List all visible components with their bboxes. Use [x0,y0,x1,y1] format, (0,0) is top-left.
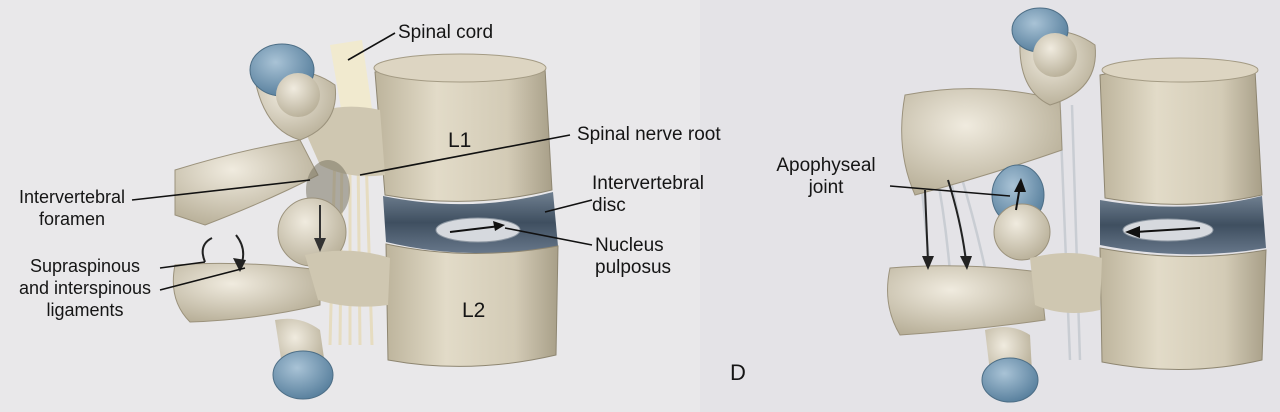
right-lower-vertebral-body [1099,247,1267,371]
label-spinal-nerve-root: Spinal nerve root [577,124,721,145]
right-nucleus-arrowhead [1125,226,1140,238]
right-spine-view [887,7,1267,403]
nucleus-arrowhead [493,221,505,231]
label-l1: L1 [448,129,472,152]
label-l2: L2 [462,299,486,322]
nucleus-pulposus-shape [435,217,521,243]
apophyseal-leader-line [889,185,1011,197]
right-lower-pedicle [1030,253,1102,314]
label-intervertebral-disc: Intervertebral disc [592,173,704,217]
label-apophyseal-joint-line-1: Apophyseal [776,155,876,176]
label-ligaments-line-2: and interspinous [18,278,152,298]
right-upper-endplate [1101,57,1259,83]
label-apophyseal-joint-line-2: joint [808,177,844,198]
l1-facet-knob [276,73,320,117]
label-apophyseal-joint: Apophyseal joint [766,155,886,199]
l2-vertebral-body [385,243,559,367]
label-nucleus-pulposus-line-1: Nucleus [595,235,664,256]
right-ligament-arrow-2 [947,179,967,263]
right-upper-knob [1033,33,1077,77]
label-intervertebral-foramen-line-1: Intervertebral [18,187,126,207]
label-intervertebral-disc-line-1: Intervertebral [592,173,704,194]
left-spine-view [131,32,593,400]
right-inferior-articular-process [993,203,1051,261]
right-ligament-arrowhead-1 [922,256,934,270]
label-ligaments-line-1: Supraspinous [29,256,141,276]
motion-arrowhead-1 [314,238,326,252]
label-intervertebral-disc-line-2: disc [592,195,626,216]
right-nucleus-arrow [1134,227,1201,233]
label-intervertebral-foramen: Intervertebral foramen [8,186,136,230]
right-ligament-arrowhead-2 [960,256,972,270]
ligament-arrow-1 [201,237,213,263]
nucleus-arrow [449,225,501,233]
panel-letter: D [730,360,746,385]
l1-top-endplate [373,53,547,83]
right-upper-vertebral-body [1099,64,1263,205]
l2-articular-facet [272,350,334,400]
label-ligaments-line-3: ligaments [46,300,124,320]
label-spinal-cord: Spinal cord [398,22,494,43]
label-nucleus-pulposus-line-2: pulposus [595,257,672,278]
label-ligaments: Supraspinous and interspinous ligaments [10,255,160,321]
right-ligament-arrow-1 [924,189,929,263]
right-lower-spinous-process [887,265,1046,336]
label-nucleus-pulposus: Nucleus pulposus [595,235,671,279]
ligament-arrowhead [233,258,246,272]
right-lower-facet [981,357,1039,403]
l2-pedicle [305,250,390,307]
label-intervertebral-foramen-line-2: foramen [38,209,106,229]
left-leader-lines [131,32,593,291]
apophyseal-arrowhead [1014,178,1026,192]
